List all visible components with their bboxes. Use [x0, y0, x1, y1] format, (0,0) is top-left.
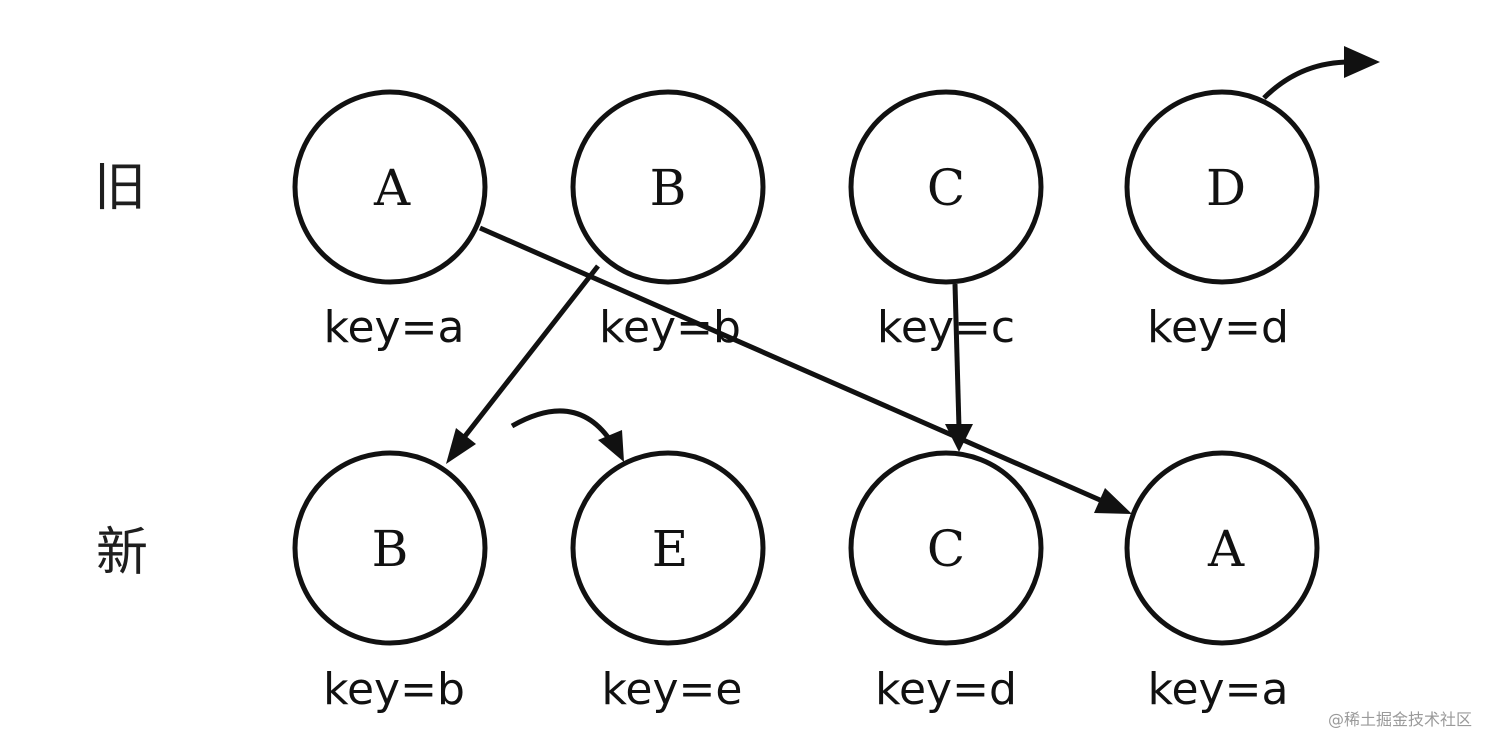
- old-node-2-letter: B: [650, 159, 687, 217]
- old-node-2-circle: [570, 89, 766, 285]
- new-node-3-key: key=d: [875, 664, 1017, 715]
- old-node-2: B: [570, 89, 766, 285]
- old-node-4-circle: [1124, 89, 1320, 285]
- new-node-1-letter: B: [372, 520, 409, 578]
- arrowhead-icon: [1344, 46, 1380, 78]
- old-row-label: 旧: [94, 158, 146, 218]
- old-node-3-key: key=c: [877, 302, 1015, 353]
- new-node-2-circle: [570, 450, 766, 646]
- old-node-4-letter: D: [1206, 159, 1246, 217]
- new-node-4: A: [1124, 450, 1320, 646]
- arrowhead-icon: [598, 430, 624, 462]
- new-node-1-key: key=b: [323, 664, 465, 715]
- arrowhead-icon: [446, 428, 476, 464]
- old-node-3-circle: [848, 89, 1044, 285]
- edge-insert-e: [510, 408, 624, 462]
- new-node-1-circle: [292, 450, 488, 646]
- new-row-label: 新: [96, 523, 148, 583]
- new-node-2-letter: E: [652, 520, 689, 578]
- new-node-1: B: [292, 450, 488, 646]
- new-node-3: C: [848, 450, 1044, 646]
- edge-old-b-to-new-b: [446, 264, 600, 464]
- edge-remove-d: [1262, 46, 1380, 100]
- new-node-2: E: [570, 450, 766, 646]
- old-node-4: D: [1124, 89, 1320, 285]
- new-node-3-letter: C: [927, 520, 965, 578]
- new-node-4-letter: A: [1207, 520, 1245, 578]
- old-node-1: A: [292, 89, 488, 285]
- new-node-3-circle: [848, 450, 1044, 646]
- arrowhead-icon: [945, 424, 973, 452]
- old-node-4-key: key=d: [1147, 302, 1289, 353]
- new-node-4-key: key=a: [1148, 664, 1289, 715]
- old-node-3-letter: C: [927, 159, 965, 217]
- old-node-1-letter: A: [373, 159, 411, 217]
- edge-old-c-to-new-c: [945, 283, 973, 452]
- old-node-3: C: [848, 89, 1044, 285]
- old-node-1-circle: [292, 89, 488, 285]
- new-node-4-circle: [1124, 450, 1320, 646]
- old-node-1-key: key=a: [324, 302, 465, 353]
- arrowhead-icon: [1094, 488, 1132, 514]
- watermark-text: @稀土掘金技术社区: [1328, 710, 1473, 729]
- new-node-2-key: key=e: [602, 664, 743, 715]
- edge-old-a-to-new-a: [478, 225, 1132, 514]
